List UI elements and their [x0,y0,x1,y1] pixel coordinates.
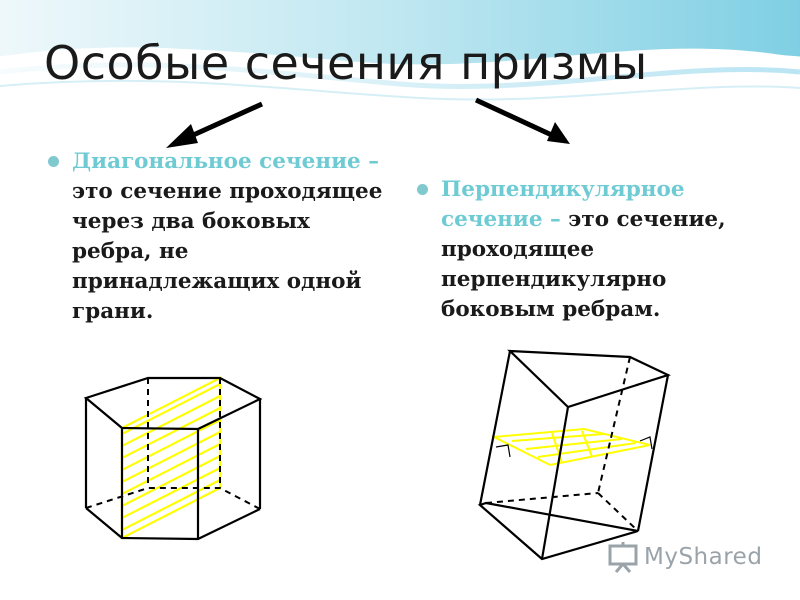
header-wave-decoration [0,0,800,101]
prism-visible-edges [83,376,263,541]
prism-hidden-edges [85,378,261,510]
diagonal-section-description: это сечение проходящее через два боковых… [72,179,383,324]
diagonal-section-term: Диагональное сечение – [72,149,379,174]
perpendicular-section-text: Перпендикулярное сечение – это сечение, … [417,175,767,325]
perpendicular-section-definition: Перпендикулярное сечение – это сечение, … [417,175,767,325]
prism-visible-edges [477,349,671,561]
diagonal-section-text: Диагональное сечение – это сечение прохо… [48,147,393,327]
bullet-icon [417,184,428,195]
diagonal-section-definition: Диагональное сечение – это сечение прохо… [48,147,393,327]
slide-title: Особые сечения призмы [44,36,648,90]
presentation-board-icon [608,542,638,573]
hexagonal-prism-diagonal-section-diagram [83,376,263,541]
arrow-left-icon [166,101,264,148]
logo-text: MyShared [644,544,763,570]
right-angle-marks [495,436,653,458]
perpendicular-section-description: это сечение, проходящее перпендикулярно … [441,207,726,322]
diagonal-section [120,376,222,540]
bullet-icon [48,156,59,167]
myshared-logo: MyShared [606,540,776,576]
perpendicular-section-term: Перпендикулярное сечение – [441,177,685,232]
prism-hidden-edges [485,356,639,532]
perpendicular-section [490,427,651,467]
oblique-prism-perpendicular-section-diagram [477,349,671,561]
